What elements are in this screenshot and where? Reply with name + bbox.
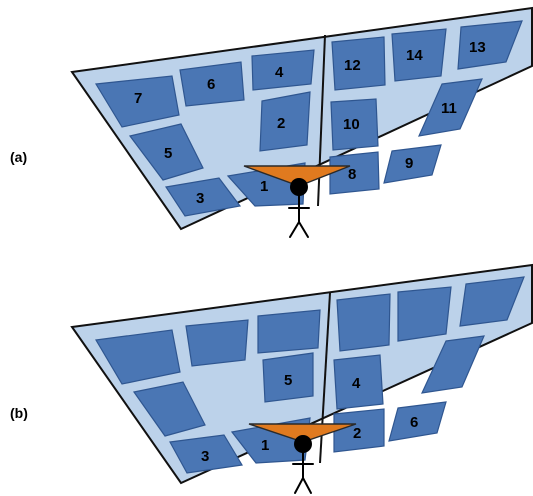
- panel-a-tile-9: [383, 144, 442, 184]
- panel-a-tile-14: [391, 28, 447, 82]
- panel-a-tile-6: [179, 61, 245, 107]
- panel-a: (a) 7 6 4 5 2 3 1 12 14 13 10 11 8 9: [10, 6, 533, 238]
- panel-a-tile-2-label: 2: [277, 115, 285, 132]
- panel-a-tile-8-label: 8: [348, 166, 356, 183]
- panel-b-tile-unlabeled-top-3: [257, 309, 321, 354]
- panel-b-tile-unlabeled-top-2: [185, 319, 249, 367]
- panel-b-tile-1-label: 1: [261, 437, 269, 454]
- panel-b-tile-unlabeled-right-top-1: [336, 293, 391, 352]
- panel-a-tile-13: [457, 20, 523, 70]
- panel-a-tile-6-label: 6: [207, 76, 215, 93]
- panel-a-tile-4: [251, 49, 315, 91]
- panel-b-tile-unlabeled-left-mid: [132, 381, 206, 437]
- panel-a-tile-7: [94, 75, 180, 128]
- panel-b-tile-2: [333, 408, 385, 453]
- panel-a-label: (a): [10, 149, 27, 165]
- panel-b-observer-icon: [292, 435, 314, 494]
- panel-b-tile-3-label: 3: [201, 448, 209, 465]
- panel-b-label: (b): [10, 405, 28, 421]
- panel-a-tile-4-label: 4: [275, 64, 284, 81]
- panel-b-tile-2-label: 2: [353, 425, 361, 442]
- panel-a-tile-10: [330, 98, 379, 151]
- panel-a-tile-11-label: 11: [441, 100, 457, 117]
- panel-b-tile-4: [333, 354, 384, 410]
- panel-a-tile-5: [128, 123, 204, 181]
- panel-b-field-of-view: [248, 423, 357, 443]
- panel-a-tile-9-label: 9: [405, 155, 413, 172]
- panel-b-tile-5: [262, 352, 314, 403]
- panel-b-tile-unlabeled-right-top-3: [459, 276, 525, 327]
- panel-a-tile-1-label: 1: [260, 178, 268, 195]
- panel-b: (b) 5 4 3 1 2 6: [10, 263, 533, 494]
- panel-a-tile-5-label: 5: [164, 145, 172, 162]
- panel-b-tile-unlabeled-top-left: [95, 329, 181, 385]
- panel-a-tile-3-label: 3: [196, 190, 204, 207]
- panel-b-tile-4-label: 4: [352, 375, 361, 392]
- panel-b-tile-3: [169, 434, 243, 474]
- panel-a-tile-7-label: 7: [134, 90, 142, 107]
- panel-b-tile-6-label: 6: [410, 414, 418, 431]
- panel-a-tile-13-label: 13: [469, 39, 486, 56]
- panel-b-tile-unlabeled-right-top-2: [397, 286, 452, 342]
- panel-a-tile-14-label: 14: [406, 47, 423, 64]
- panel-b-tile-unlabeled-right-mid: [420, 335, 485, 394]
- panel-a-tile-10-label: 10: [343, 116, 360, 133]
- panel-a-tile-3: [164, 177, 242, 217]
- panel-a-tile-12: [331, 36, 386, 91]
- panel-a-tile-11: [417, 78, 483, 137]
- panel-a-tile-2: [259, 91, 311, 152]
- panel-a-field-of-view: [243, 165, 351, 187]
- panel-b-tile-6: [388, 401, 447, 442]
- panel-b-tile-5-label: 5: [284, 372, 292, 389]
- panel-a-tile-8: [329, 151, 380, 195]
- panel-a-tile-12-label: 12: [344, 57, 361, 74]
- panel-a-observer-icon: [288, 178, 310, 238]
